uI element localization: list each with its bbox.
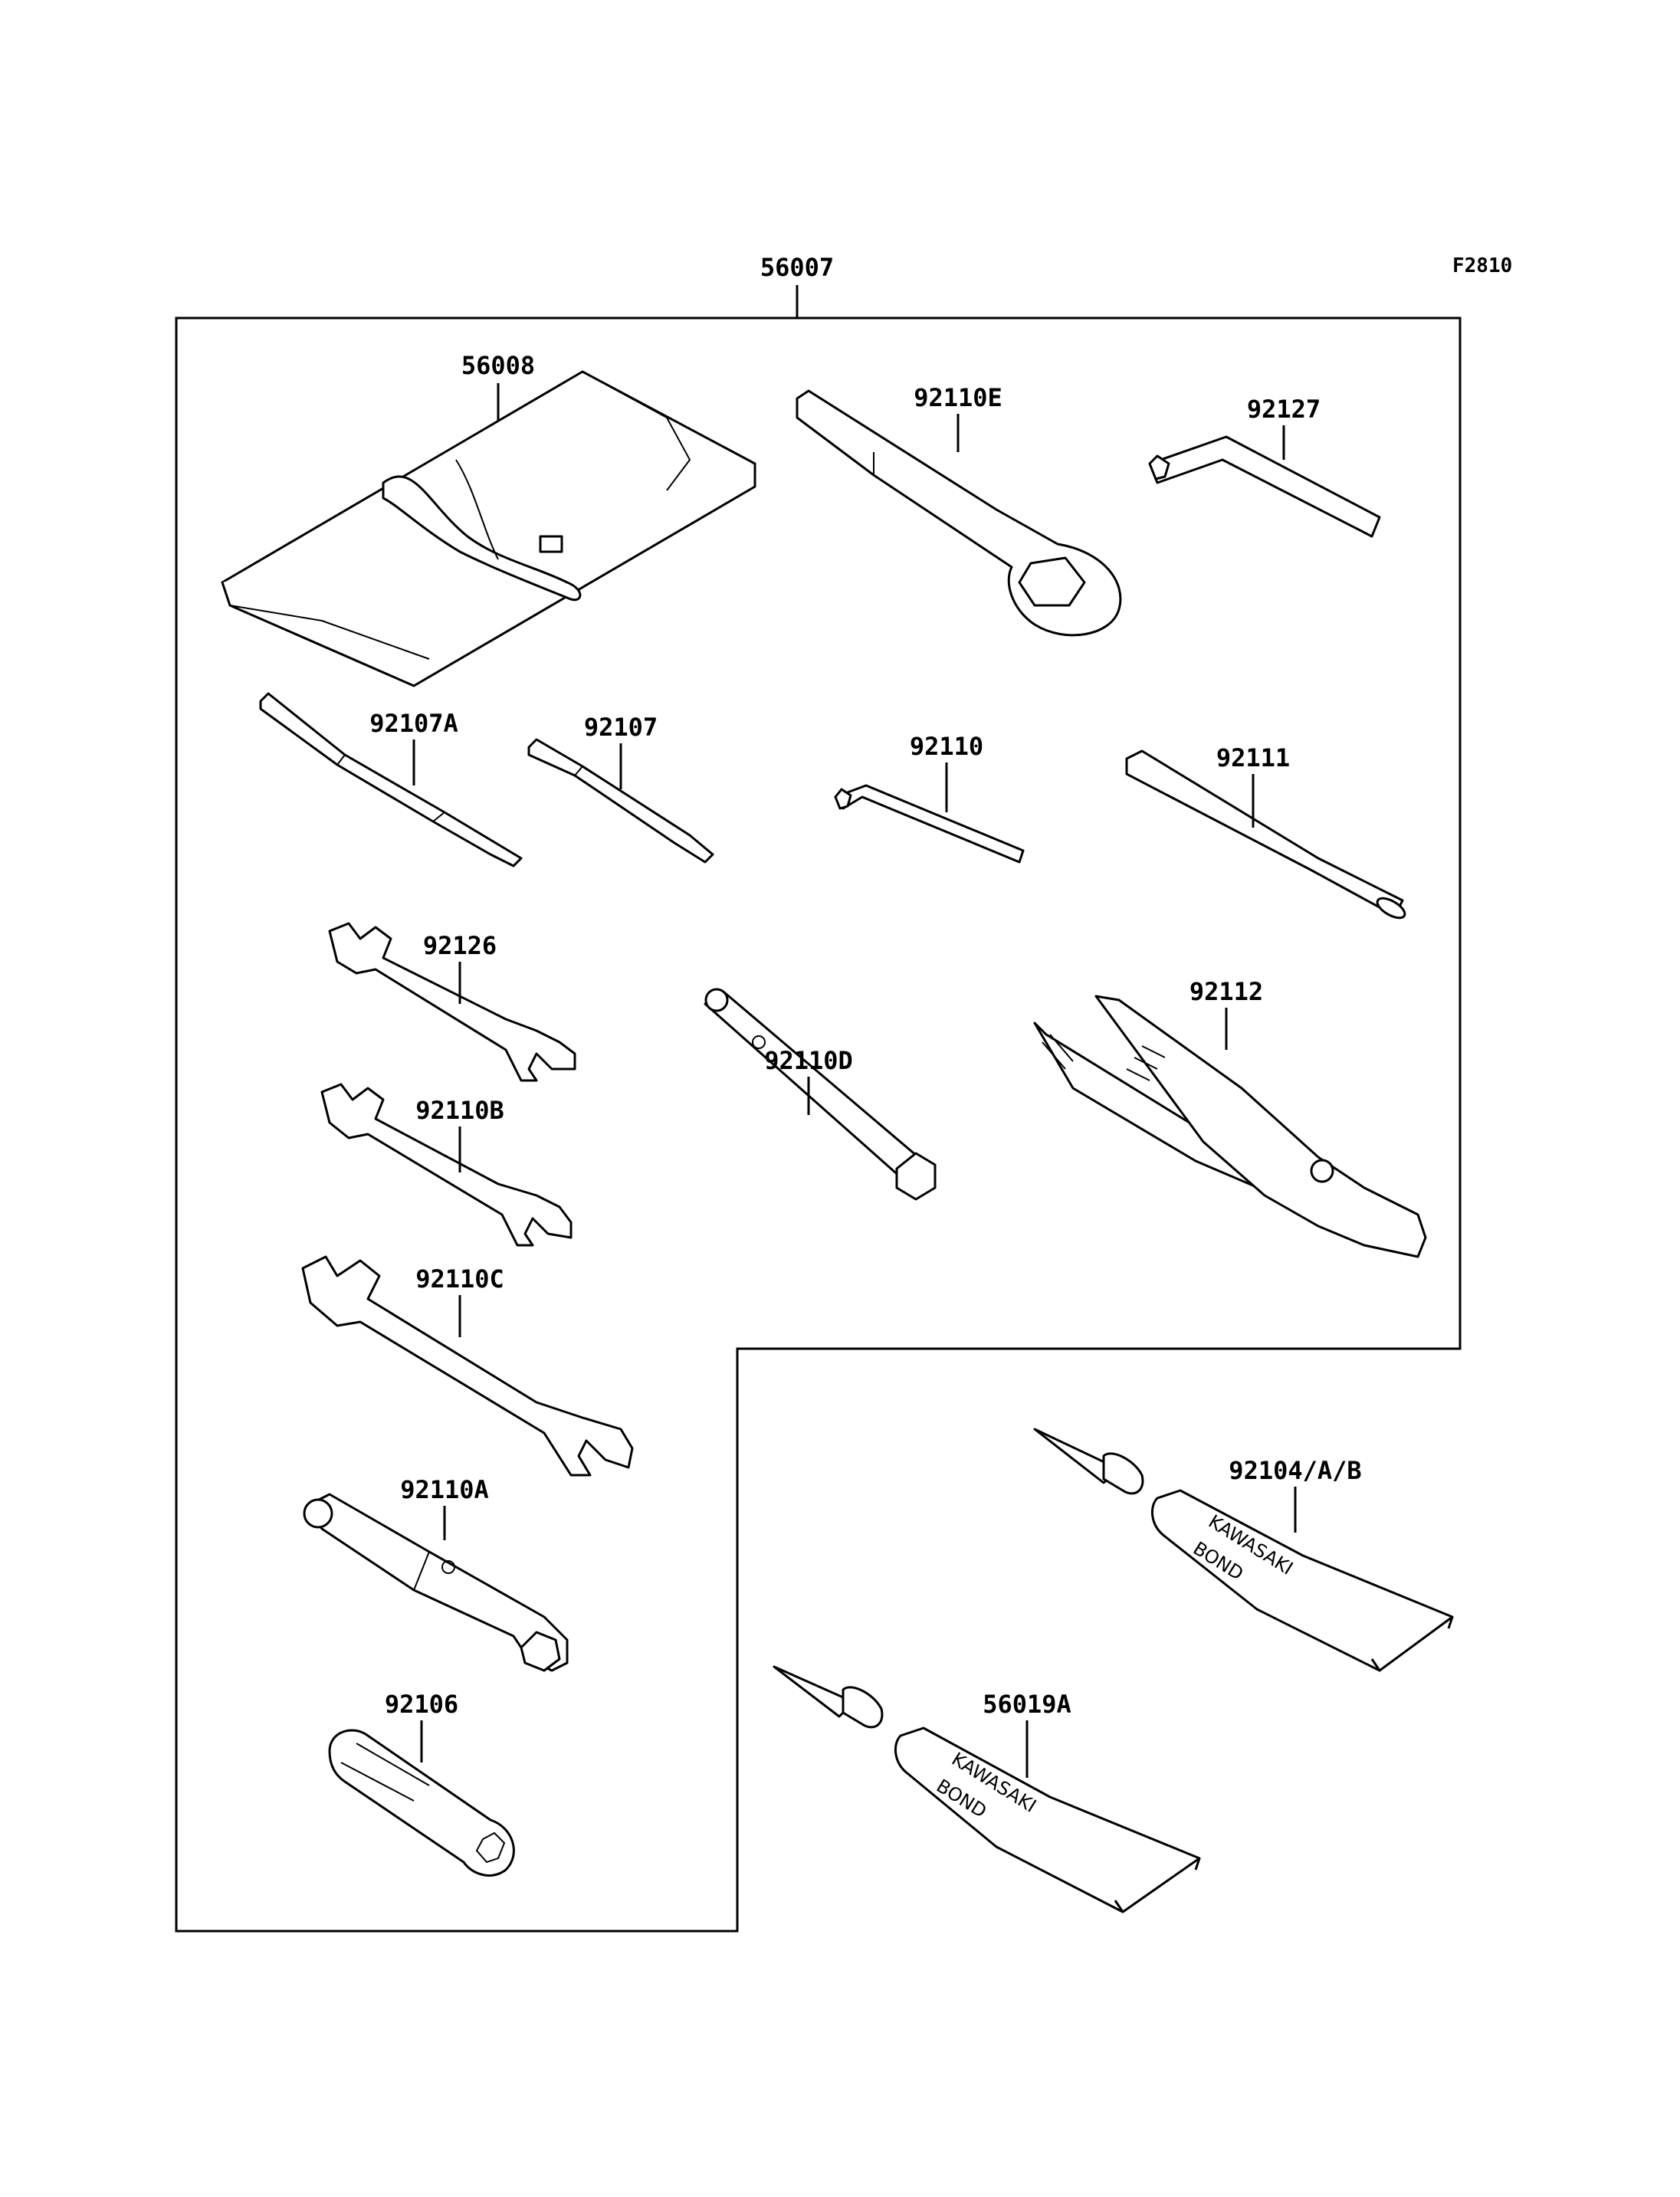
- label-ring-wrench: 92110E: [914, 383, 1002, 412]
- label-wrench-small: 92126: [423, 931, 497, 960]
- extension-bar-icon: [1125, 749, 1406, 920]
- tool-bag-icon: [221, 370, 756, 687]
- label-pliers: 92112: [1189, 977, 1263, 1006]
- label-hex-key-large: 92127: [1247, 395, 1321, 424]
- label-extension-bar: 92111: [1216, 743, 1290, 772]
- screwdriver-grip-icon: [328, 1729, 515, 1877]
- wrench-small-icon: [328, 922, 576, 1082]
- bond-tube-upper-icon: KAWASAKI BOND: [1033, 1428, 1454, 1672]
- wrench-medium-icon: [320, 1083, 573, 1247]
- screwdriver-bit-icon: [527, 738, 714, 864]
- label-kit: 56007: [760, 253, 834, 282]
- kit-boundary: [175, 316, 1462, 1933]
- hex-key-small-icon: [834, 784, 1025, 864]
- ring-wrench-icon: [796, 389, 1122, 637]
- plug-wrench-icon: [704, 988, 937, 1201]
- figure-code: F2810: [1452, 254, 1512, 277]
- label-hex-key-small: 92110: [910, 732, 983, 761]
- label-wrench-large: 92110C: [415, 1264, 504, 1294]
- hex-key-large-icon: [1148, 435, 1381, 538]
- label-screwdriver-grip: 92106: [385, 1690, 458, 1719]
- label-tool-bag: 56008: [461, 351, 535, 380]
- label-socket-wrench: 92110A: [400, 1475, 489, 1504]
- label-plug-wrench: 92110D: [764, 1046, 853, 1075]
- label-wrench-medium: 92110B: [415, 1096, 504, 1125]
- label-screwdriver-double: 92107A: [369, 709, 458, 738]
- wrench-large-icon: [301, 1255, 634, 1477]
- label-bond-tube-lower: 56019A: [983, 1690, 1071, 1719]
- pliers-icon: [1033, 995, 1427, 1258]
- socket-wrench-icon: [303, 1493, 569, 1672]
- label-screwdriver-bit: 92107: [584, 713, 658, 742]
- screwdriver-double-icon: [259, 692, 523, 867]
- bond-tube-lower-icon: KAWASAKI BOND: [773, 1665, 1201, 1913]
- label-bond-tube-upper: 92104/A/B: [1229, 1456, 1361, 1485]
